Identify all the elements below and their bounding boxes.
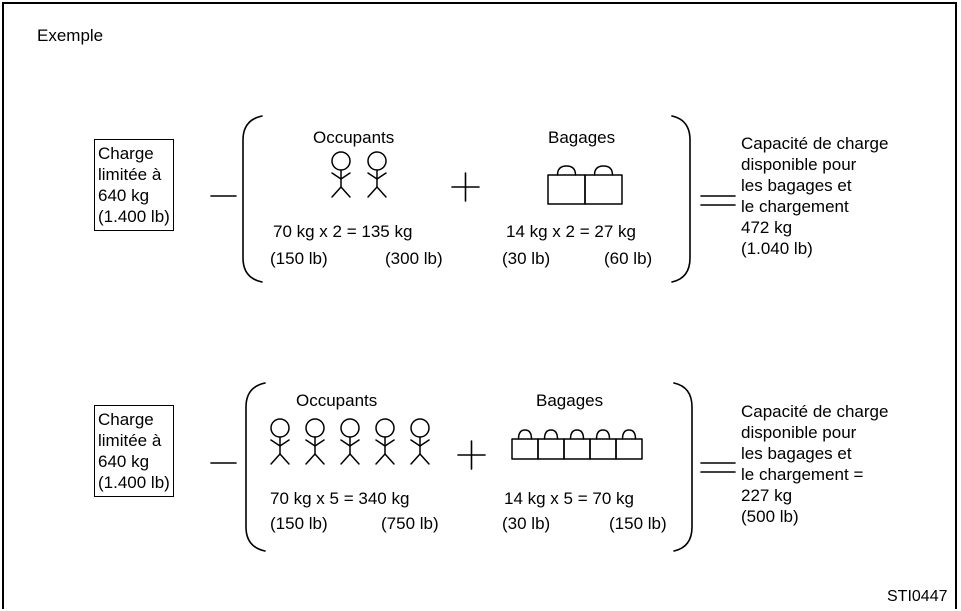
stick-figure-icon bbox=[340, 418, 360, 465]
luggage-weight-lb-total: (150 lb) bbox=[609, 514, 667, 533]
luggage-icon bbox=[537, 429, 565, 460]
result-line: les bagages et bbox=[741, 176, 852, 195]
stick-figure-icon bbox=[331, 151, 351, 198]
result-line: le chargement bbox=[741, 197, 849, 216]
luggage-icon bbox=[511, 429, 539, 460]
diagram-title: Exemple bbox=[37, 26, 104, 45]
occupants-weight-lb-each: (150 lb) bbox=[270, 514, 328, 533]
result-line: disponible pour bbox=[741, 155, 857, 174]
result-line: 227 kg bbox=[741, 486, 793, 505]
luggage-icon bbox=[563, 429, 591, 460]
result-line: disponible pour bbox=[741, 423, 857, 442]
occupants-calculation: 70 kg x 5 = 340 kg bbox=[270, 489, 410, 508]
stick-figure-icon bbox=[270, 418, 290, 465]
occupants-calculation: 70 kg x 2 = 135 kg bbox=[273, 222, 413, 241]
bracket-icon bbox=[671, 115, 691, 283]
occupants-label: Occupants bbox=[296, 391, 378, 410]
result-capacity: Capacité de charge disponible pour les b… bbox=[741, 401, 888, 527]
luggage-icon bbox=[547, 165, 586, 205]
luggage-calculation: 14 kg x 2 = 27 kg bbox=[506, 222, 636, 241]
result-capacity: Capacité de charge disponible pour les b… bbox=[741, 133, 888, 259]
result-line: (500 lb) bbox=[741, 507, 799, 526]
result-line: (1.040 lb) bbox=[741, 239, 813, 258]
luggage-label: Bagages bbox=[536, 391, 604, 410]
load-limit-line: limitée à bbox=[98, 165, 162, 184]
bracket-icon bbox=[673, 382, 693, 552]
luggage-weight-lb-total: (60 lb) bbox=[604, 249, 653, 268]
occupants-weight-lb-each: (150 lb) bbox=[270, 249, 328, 268]
luggage-icon bbox=[584, 165, 623, 205]
stick-figure-icon bbox=[367, 151, 387, 198]
load-limit-line: 640 kg bbox=[98, 452, 150, 471]
result-line: Capacité de charge bbox=[741, 402, 889, 421]
occupants-label: Occupants bbox=[313, 128, 395, 147]
load-limit-box: Charge limitée à 640 kg (1.400 lb) bbox=[94, 405, 174, 497]
bracket-icon bbox=[245, 382, 266, 552]
result-line: 472 kg bbox=[741, 218, 793, 237]
result-line: le chargement = bbox=[741, 465, 864, 484]
occupants-weight-lb-total: (750 lb) bbox=[381, 514, 439, 533]
load-limit-line: 640 kg bbox=[98, 186, 150, 205]
luggage-icon bbox=[589, 429, 617, 460]
luggage-weight-lb-each: (30 lb) bbox=[502, 249, 551, 268]
luggage-label: Bagages bbox=[548, 128, 616, 147]
figure-code: STI0447 bbox=[887, 588, 948, 605]
result-line: Capacité de charge bbox=[741, 134, 889, 153]
luggage-weight-lb-each: (30 lb) bbox=[502, 514, 551, 533]
load-limit-line: Charge bbox=[98, 410, 154, 429]
result-line: les bagages et bbox=[741, 444, 852, 463]
stick-figure-icon bbox=[375, 418, 395, 465]
luggage-calculation: 14 kg x 5 = 70 kg bbox=[504, 489, 634, 508]
stick-figure-icon bbox=[410, 418, 430, 465]
occupants-weight-lb-total: (300 lb) bbox=[385, 249, 443, 268]
load-limit-line: (1.400 lb) bbox=[98, 473, 170, 492]
load-limit-line: limitée à bbox=[98, 431, 162, 450]
bracket-icon bbox=[242, 115, 263, 283]
stick-figure-icon bbox=[305, 418, 325, 465]
load-limit-box: Charge limitée à 640 kg (1.400 lb) bbox=[94, 139, 174, 231]
load-limit-line: Charge bbox=[98, 144, 154, 163]
load-limit-line: (1.400 lb) bbox=[98, 207, 170, 226]
luggage-icon bbox=[615, 429, 643, 460]
